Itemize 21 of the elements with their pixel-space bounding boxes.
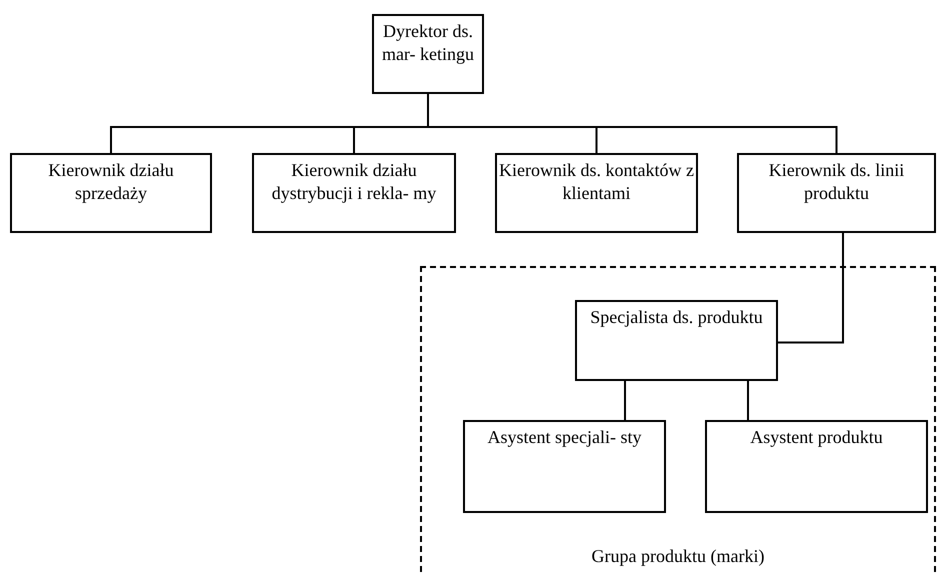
org-box	[737, 153, 936, 233]
position-title: Specjalista ds. produktu	[590, 306, 763, 329]
position-title: Dyrektor ds. mar- ketingu	[380, 20, 476, 66]
org-box	[705, 420, 928, 513]
org-box	[495, 153, 698, 233]
position-title: Asystent specjali- sty	[488, 426, 642, 449]
org-box	[463, 420, 666, 513]
group-label: Grupa produktu (marki)	[592, 544, 764, 568]
position-title: Kierownik ds. linii produktu	[768, 159, 906, 206]
position-title: Kierownik ds. kontaktów z klientami	[499, 159, 694, 206]
dashed-group-frame	[420, 266, 936, 572]
position-title: Kierownik działu sprzedaży	[47, 159, 175, 206]
org-box	[372, 14, 484, 94]
connector-line	[778, 233, 844, 344]
connector-line	[624, 381, 626, 420]
connector-line	[747, 381, 749, 420]
org-box	[575, 300, 778, 381]
org-box	[252, 153, 456, 233]
position-title: Kierownik działu dystrybucji i rekla- my	[270, 159, 438, 206]
org-box	[10, 153, 212, 233]
position-title: Asystent produktu	[750, 426, 883, 449]
